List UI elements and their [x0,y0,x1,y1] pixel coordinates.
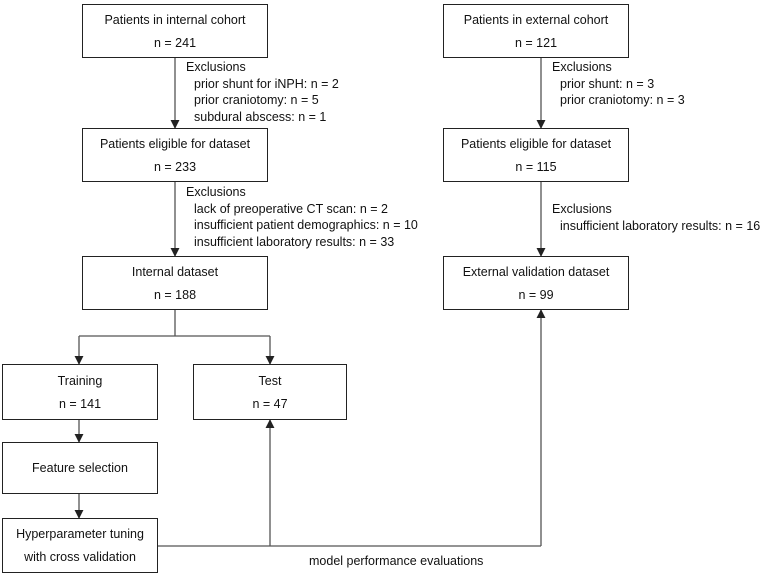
feature-selection-box: Feature selection [2,442,158,494]
hyperparameter-tuning-line1: Hyperparameter tuning [16,527,144,541]
external-eligible-box: Patients eligible for dataset n = 115 [443,128,629,182]
external-exclusions-2-heading: Exclusions [552,202,612,216]
internal-eligible-title: Patients eligible for dataset [99,137,251,151]
internal-exclusion-1-item: prior craniotomy: n = 5 [194,93,319,107]
training-title: Training [57,374,103,388]
external-cohort-box: Patients in external cohort n = 121 [443,4,629,58]
internal-exclusion-2-item: lack of preoperative CT scan: n = 2 [194,201,388,216]
feature-selection-label: Feature selection [32,461,128,475]
model-performance-evaluations-label: model performance evaluations [305,554,488,568]
external-exclusion-2-item: insufficient laboratory results: n = 16 [560,218,761,233]
internal-dataset-count: n = 188 [153,288,197,302]
internal-exclusions-2-heading: Exclusions [186,185,246,199]
internal-dataset-title: Internal dataset [131,265,219,279]
test-box: Test n = 47 [193,364,347,420]
external-validation-box: External validation dataset n = 99 [443,256,629,310]
internal-exclusions-2: Exclusions lack of preoperative CT scan:… [186,184,418,250]
internal-cohort-count: n = 241 [153,36,197,50]
external-eligible-count: n = 115 [515,160,557,174]
training-box: Training n = 141 [2,364,158,420]
internal-eligible-box: Patients eligible for dataset n = 233 [82,128,268,182]
internal-exclusions-1-heading: Exclusions [186,60,246,74]
test-count: n = 47 [252,397,288,411]
external-validation-count: n = 99 [518,288,554,302]
internal-cohort-title: Patients in internal cohort [104,13,246,27]
external-exclusions-1: Exclusions prior shunt: n = 3 prior cran… [552,59,685,109]
external-exclusion-1-item: prior craniotomy: n = 3 [560,93,685,107]
external-exclusions-1-heading: Exclusions [552,60,612,74]
internal-exclusion-2-item: insufficient laboratory results: n = 33 [194,234,395,249]
hyperparameter-tuning-box: Hyperparameter tuning with cross validat… [2,518,158,573]
internal-exclusions-1: Exclusions prior shunt for iNPH: n = 2 p… [186,59,339,125]
internal-exclusion-2-item: insufficient patient demographics: n = 1… [194,218,418,232]
internal-exclusion-1-item: subdural abscess: n = 1 [194,109,327,124]
internal-exclusion-1-item: prior shunt for iNPH: n = 2 [194,76,339,91]
internal-eligible-count: n = 233 [153,160,197,174]
external-eligible-title: Patients eligible for dataset [460,137,612,151]
external-exclusions-2: Exclusions insufficient laboratory resul… [552,201,760,234]
external-cohort-count: n = 121 [514,36,558,50]
hyperparameter-tuning-line2: with cross validation [24,550,136,564]
internal-dataset-box: Internal dataset n = 188 [82,256,268,310]
test-title: Test [258,374,282,388]
external-validation-title: External validation dataset [462,265,610,279]
training-count: n = 141 [58,397,102,411]
internal-cohort-box: Patients in internal cohort n = 241 [82,4,268,58]
external-exclusion-1-item: prior shunt: n = 3 [560,76,655,91]
external-cohort-title: Patients in external cohort [463,13,609,27]
